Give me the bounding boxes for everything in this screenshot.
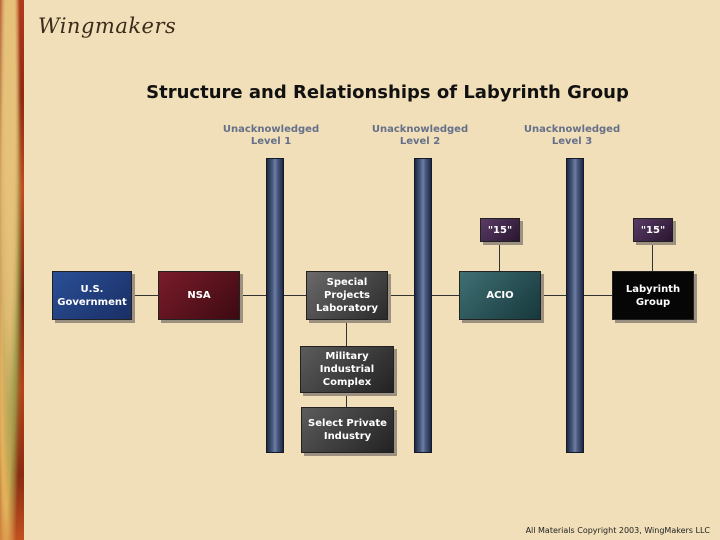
node-select-private-industry: Select Private Industry — [301, 407, 394, 453]
node-us-government: U.S. Government — [52, 271, 132, 320]
decorative-side-strip — [0, 0, 24, 540]
level-1-bar — [266, 158, 284, 453]
copyright-footer: All Materials Copyright 2003, WingMakers… — [525, 526, 710, 535]
level-3-bar — [566, 158, 584, 453]
level-2-bar — [414, 158, 432, 453]
vertical-connector-acio — [499, 243, 500, 271]
node-special-projects-laboratory: Special Projects Laboratory — [306, 271, 388, 320]
diagram-title: Structure and Relationships of Labyrinth… — [146, 82, 629, 103]
node-acio-15: "15" — [480, 218, 520, 242]
level-2-label: Unacknowledged Level 2 — [371, 124, 469, 147]
wingmakers-logo: Wingmakers — [38, 14, 177, 38]
level-3-label: Unacknowledged Level 3 — [523, 124, 621, 147]
vertical-connector-labyrinth — [652, 243, 653, 271]
node-labyrinth-15: "15" — [633, 218, 673, 242]
node-military-industrial-complex: Military Industrial Complex — [300, 346, 394, 393]
node-nsa: NSA — [158, 271, 240, 320]
node-acio: ACIO — [459, 271, 541, 320]
level-1-label: Unacknowledged Level 1 — [222, 124, 320, 147]
node-labyrinth-group: Labyrinth Group — [612, 271, 694, 320]
